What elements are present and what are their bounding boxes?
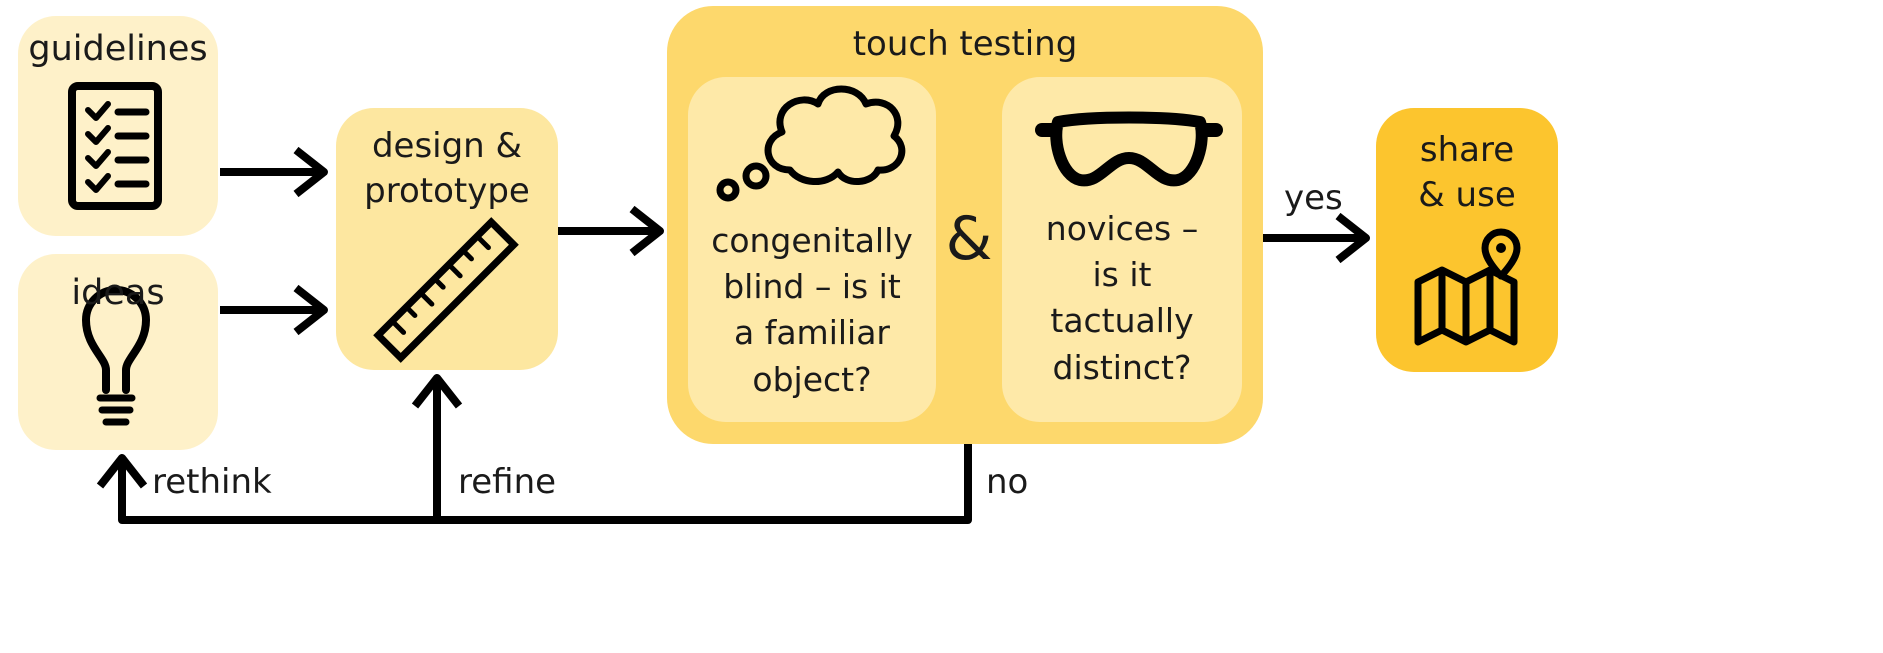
goggles-icon bbox=[1035, 111, 1223, 187]
ruler-icon bbox=[373, 217, 519, 363]
checklist-icon bbox=[68, 82, 162, 210]
edge-label-rethink: rethink bbox=[152, 462, 272, 502]
thought-cloud-icon bbox=[716, 85, 906, 202]
design-box bbox=[336, 108, 558, 370]
lightbulb-icon bbox=[82, 286, 150, 426]
connectors bbox=[96, 146, 1370, 524]
guidelines-box bbox=[18, 16, 218, 236]
loop-no bbox=[118, 444, 972, 524]
edge-label-yes: yes bbox=[1284, 178, 1343, 218]
map-pin-icon bbox=[1414, 228, 1521, 346]
edge-label-no: no bbox=[986, 462, 1029, 502]
edge-label-refine: refine bbox=[458, 462, 557, 502]
